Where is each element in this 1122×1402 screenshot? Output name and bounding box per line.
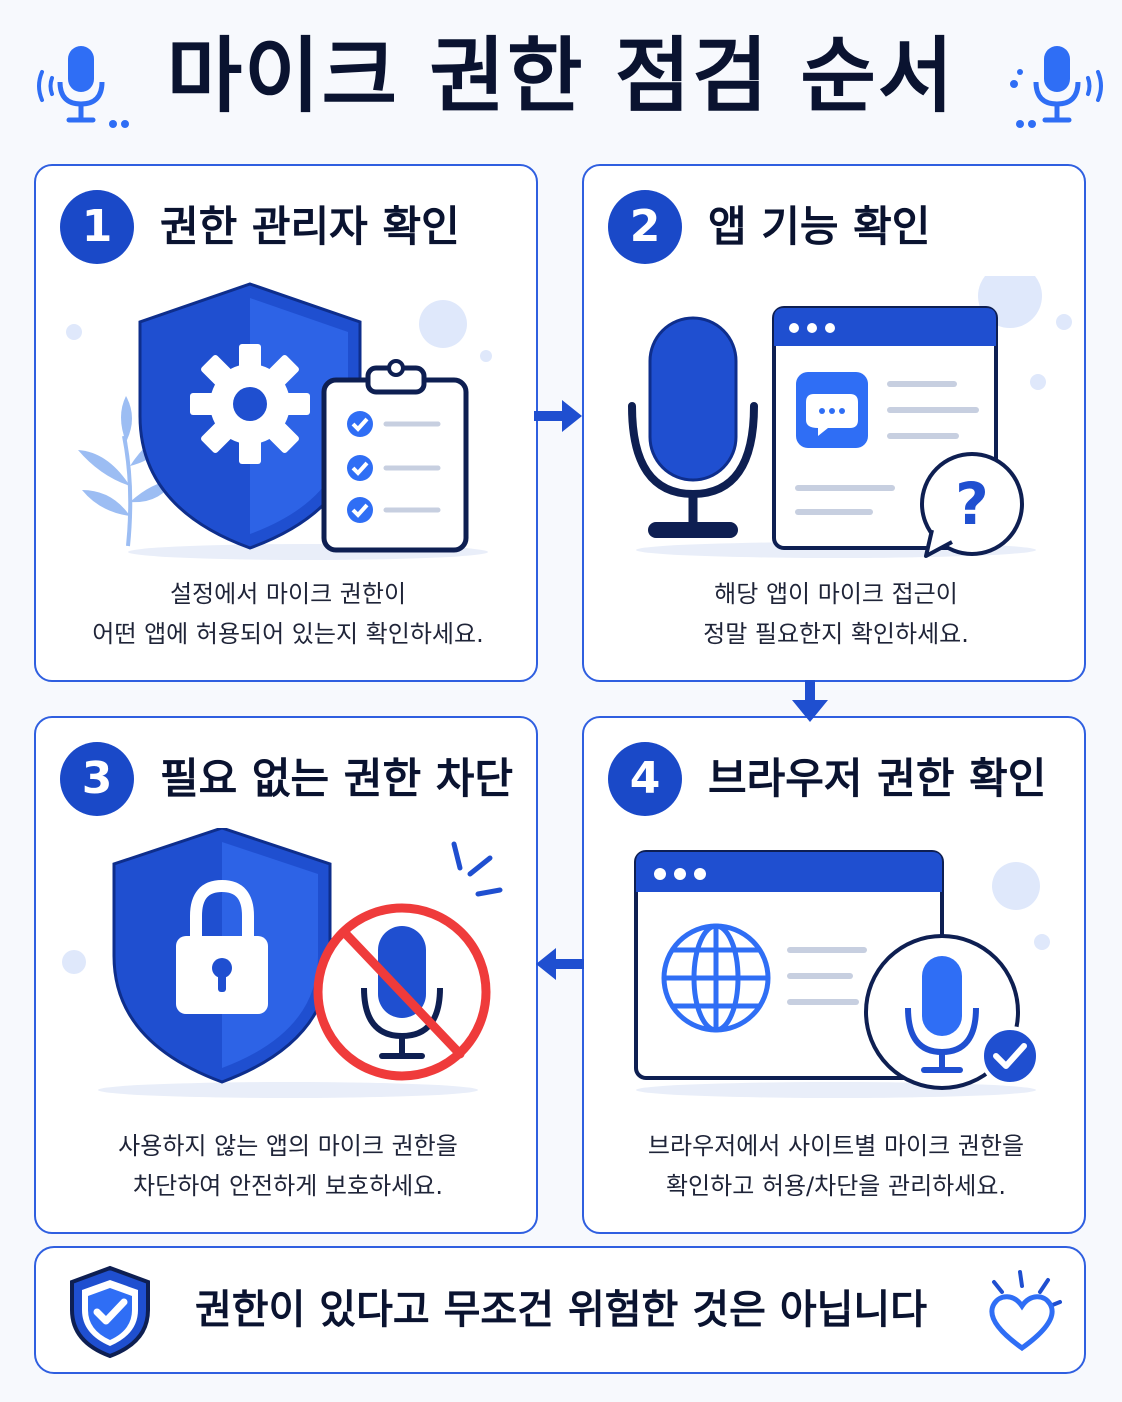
step-title: 브라우저 권한 확인	[708, 754, 1047, 803]
step-description-line: 차단하여 안전하게 보호하세요.	[133, 1172, 443, 1200]
step-number-badge: 2	[608, 190, 682, 264]
footer-banner: 권한이 있다고 무조건 위험한 것은 아닙니다	[34, 1246, 1086, 1374]
step-illustration	[66, 282, 492, 560]
heart-icon	[989, 1270, 1062, 1352]
footer-message: 권한이 있다고 무조건 위험한 것은 아닙니다	[194, 1287, 928, 1333]
question-bubble-icon: ?	[920, 452, 1024, 558]
microphone-icon	[628, 316, 758, 538]
globe-icon	[661, 923, 771, 1033]
arrow-left-icon	[536, 948, 584, 980]
shield-lock-icon	[112, 828, 332, 1084]
title-row: 마이크 권한 점검 순서	[0, 22, 1122, 132]
microphone-icon	[37, 46, 129, 128]
step-description-line: 정말 필요한지 확인하세요.	[703, 620, 969, 648]
step-description-line: 어떤 앱에 허용되어 있는지 확인하세요.	[92, 620, 484, 648]
chat-icon	[796, 372, 868, 448]
step-title: 권한 관리자 확인	[160, 202, 460, 251]
arrow-down-icon	[792, 680, 828, 722]
step-illustration	[62, 828, 503, 1098]
step-description: 브라우저에서 사이트별 마이크 권한을 확인하고 허용/차단을 관리하세요.	[594, 1126, 1078, 1206]
step-title: 필요 없는 권한 차단	[160, 754, 513, 803]
step-card-3: 3 필요 없는 권한 차단 사용하지 않는 앱의 마이크 권한을 차단하여 안전…	[34, 716, 538, 1234]
step-description-line: 해당 앱이 마이크 접근이	[714, 580, 958, 608]
shield-check-icon	[70, 1265, 150, 1359]
arrow-right-icon	[534, 400, 582, 432]
step-title: 앱 기능 확인	[708, 202, 931, 251]
step-illustration	[634, 850, 1050, 1098]
step-number-badge: 3	[60, 742, 134, 816]
mic-check-icon	[864, 934, 1040, 1090]
step-illustration: ?	[628, 276, 1072, 558]
step-description-line: 설정에서 마이크 권한이	[169, 580, 407, 608]
step-card-4: 4 브라우저 권한 확인 브	[582, 716, 1086, 1234]
step-card-2: 2 앱 기능 확인	[582, 164, 1086, 682]
clipboard-checklist-icon	[321, 359, 469, 553]
step-description: 해당 앱이 마이크 접근이 정말 필요한지 확인하세요.	[594, 574, 1078, 654]
microphone-icon	[1010, 46, 1103, 128]
step-number-badge: 4	[608, 742, 682, 816]
step-description-line: 사용하지 않는 앱의 마이크 권한을	[118, 1132, 458, 1160]
svg-text:?: ?	[955, 470, 989, 538]
step-card-1: 1 권한 관리자 확인	[34, 164, 538, 682]
step-description-line: 브라우저에서 사이트별 마이크 권한을	[647, 1132, 1025, 1160]
mic-blocked-icon	[313, 841, 503, 1081]
page-title: 마이크 권한 점검 순서	[166, 29, 956, 124]
step-description: 설정에서 마이크 권한이 어떤 앱에 허용되어 있는지 확인하세요.	[46, 574, 530, 654]
step-number-badge: 1	[60, 190, 134, 264]
step-description-line: 확인하고 허용/차단을 관리하세요.	[665, 1172, 1007, 1200]
step-description: 사용하지 않는 앱의 마이크 권한을 차단하여 안전하게 보호하세요.	[46, 1126, 530, 1206]
